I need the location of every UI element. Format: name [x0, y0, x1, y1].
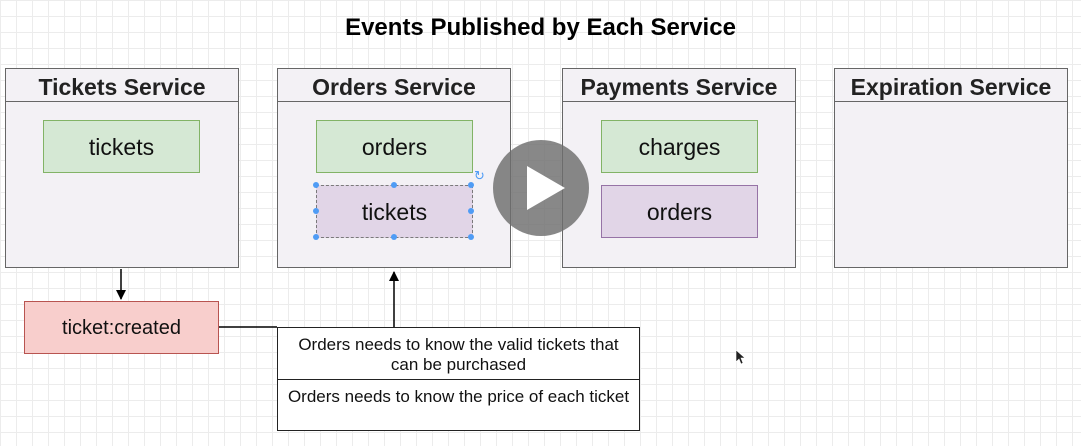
rotate-icon[interactable]: ↻ — [474, 168, 485, 183]
notes-box[interactable]: Orders needs to know the valid tickets t… — [277, 327, 640, 431]
selection-handle-s[interactable] — [391, 234, 397, 240]
collection-orders[interactable]: orders — [316, 120, 473, 173]
play-icon — [527, 166, 565, 210]
collection-orders-replica[interactable]: orders — [601, 185, 758, 238]
service-expiration[interactable]: Expiration Service — [834, 68, 1068, 268]
collection-tickets-replica[interactable]: tickets — [316, 185, 473, 238]
mouse-cursor-icon — [735, 349, 746, 365]
selection-handle-e[interactable] — [468, 208, 474, 214]
service-payments[interactable]: Payments Service charges orders — [562, 68, 796, 268]
collection-charges[interactable]: charges — [601, 120, 758, 173]
selection-handle-n[interactable] — [391, 182, 397, 188]
service-payments-title: Payments Service — [563, 69, 795, 102]
selection-handle-ne[interactable] — [468, 182, 474, 188]
note-valid-tickets: Orders needs to know the valid tickets t… — [298, 335, 619, 374]
service-tickets[interactable]: Tickets Service tickets — [5, 68, 239, 268]
diagram-title: Events Published by Each Service — [345, 14, 736, 41]
selection-handle-w[interactable] — [313, 208, 319, 214]
service-tickets-title: Tickets Service — [6, 69, 238, 102]
event-ticket-created[interactable]: ticket:created — [24, 301, 219, 354]
selection-handle-nw[interactable] — [313, 182, 319, 188]
selection-handle-sw[interactable] — [313, 234, 319, 240]
service-expiration-title: Expiration Service — [835, 69, 1067, 102]
selection-handle-se[interactable] — [468, 234, 474, 240]
collection-tickets[interactable]: tickets — [43, 120, 200, 173]
service-orders-title: Orders Service — [278, 69, 510, 102]
note-ticket-price: Orders needs to know the price of each t… — [278, 379, 639, 430]
play-button[interactable] — [493, 140, 589, 236]
